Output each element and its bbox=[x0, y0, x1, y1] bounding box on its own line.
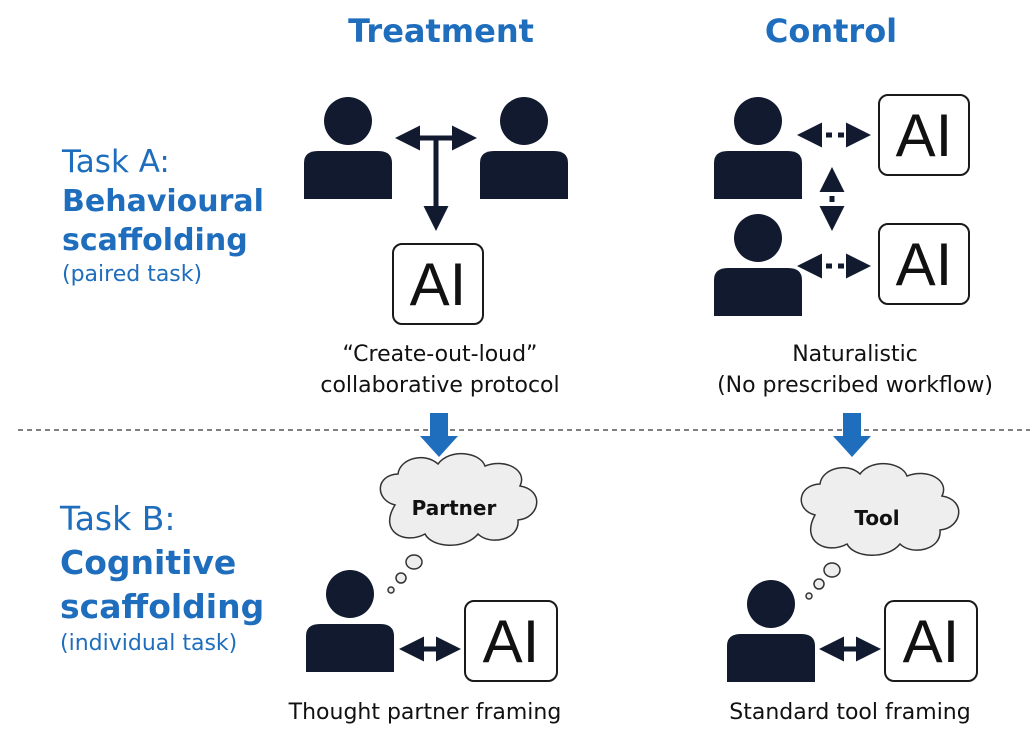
control-header: Control bbox=[764, 12, 898, 50]
cloud-label-partner: Partner bbox=[411, 496, 497, 520]
caption-treatment-b: Thought partner framing bbox=[288, 700, 562, 725]
ai-box-control-a-top: AI bbox=[878, 94, 970, 176]
caption-treatment-a-line1: “Create-out-loud” bbox=[342, 342, 538, 367]
caption-control-a-line2: (No prescribed workflow) bbox=[717, 373, 993, 398]
thought-cloud bbox=[379, 452, 538, 594]
thought-cloud bbox=[800, 462, 960, 600]
arrow-down-icon bbox=[420, 413, 458, 457]
task-a-name-2: scaffolding bbox=[62, 223, 248, 258]
person-icon bbox=[304, 97, 392, 199]
person-icon bbox=[714, 97, 802, 199]
cloud-label-tool: Tool bbox=[854, 506, 900, 530]
task-b-title: Task B: bbox=[60, 499, 176, 538]
treatment-header: Treatment bbox=[348, 12, 534, 50]
task-a-label: Task A: Behavioural scaffolding (paired … bbox=[62, 142, 264, 290]
task-b-sub: (individual task) bbox=[60, 631, 238, 656]
caption-control-a-line1: Naturalistic bbox=[792, 342, 918, 367]
ai-box-treatment-a: AI bbox=[392, 243, 484, 325]
ai-box-control-a-bottom: AI bbox=[878, 223, 970, 305]
person-icon bbox=[714, 214, 802, 316]
task-b-name-2: scaffolding bbox=[60, 587, 265, 626]
task-a-sub: (paired task) bbox=[62, 262, 203, 287]
ai-box-treatment-b: AI bbox=[464, 600, 558, 682]
caption-control-b: Standard tool framing bbox=[729, 700, 971, 725]
task-b-label: Task B: Cognitive scaffolding (individua… bbox=[60, 497, 264, 659]
task-a-name-1: Behavioural bbox=[62, 184, 264, 219]
arrow-down-icon bbox=[833, 413, 871, 457]
caption-treatment-a-line2: collaborative protocol bbox=[320, 373, 560, 398]
caption-treatment-a: “Create-out-loud” collaborative protocol bbox=[290, 339, 590, 401]
task-b-name-1: Cognitive bbox=[60, 543, 237, 582]
task-a-title: Task A: bbox=[62, 144, 170, 180]
person-icon bbox=[480, 97, 568, 199]
person-icon bbox=[306, 570, 394, 672]
person-icon bbox=[727, 580, 815, 682]
ai-box-control-b: AI bbox=[884, 600, 978, 682]
caption-control-a: Naturalistic (No prescribed workflow) bbox=[695, 339, 1015, 401]
